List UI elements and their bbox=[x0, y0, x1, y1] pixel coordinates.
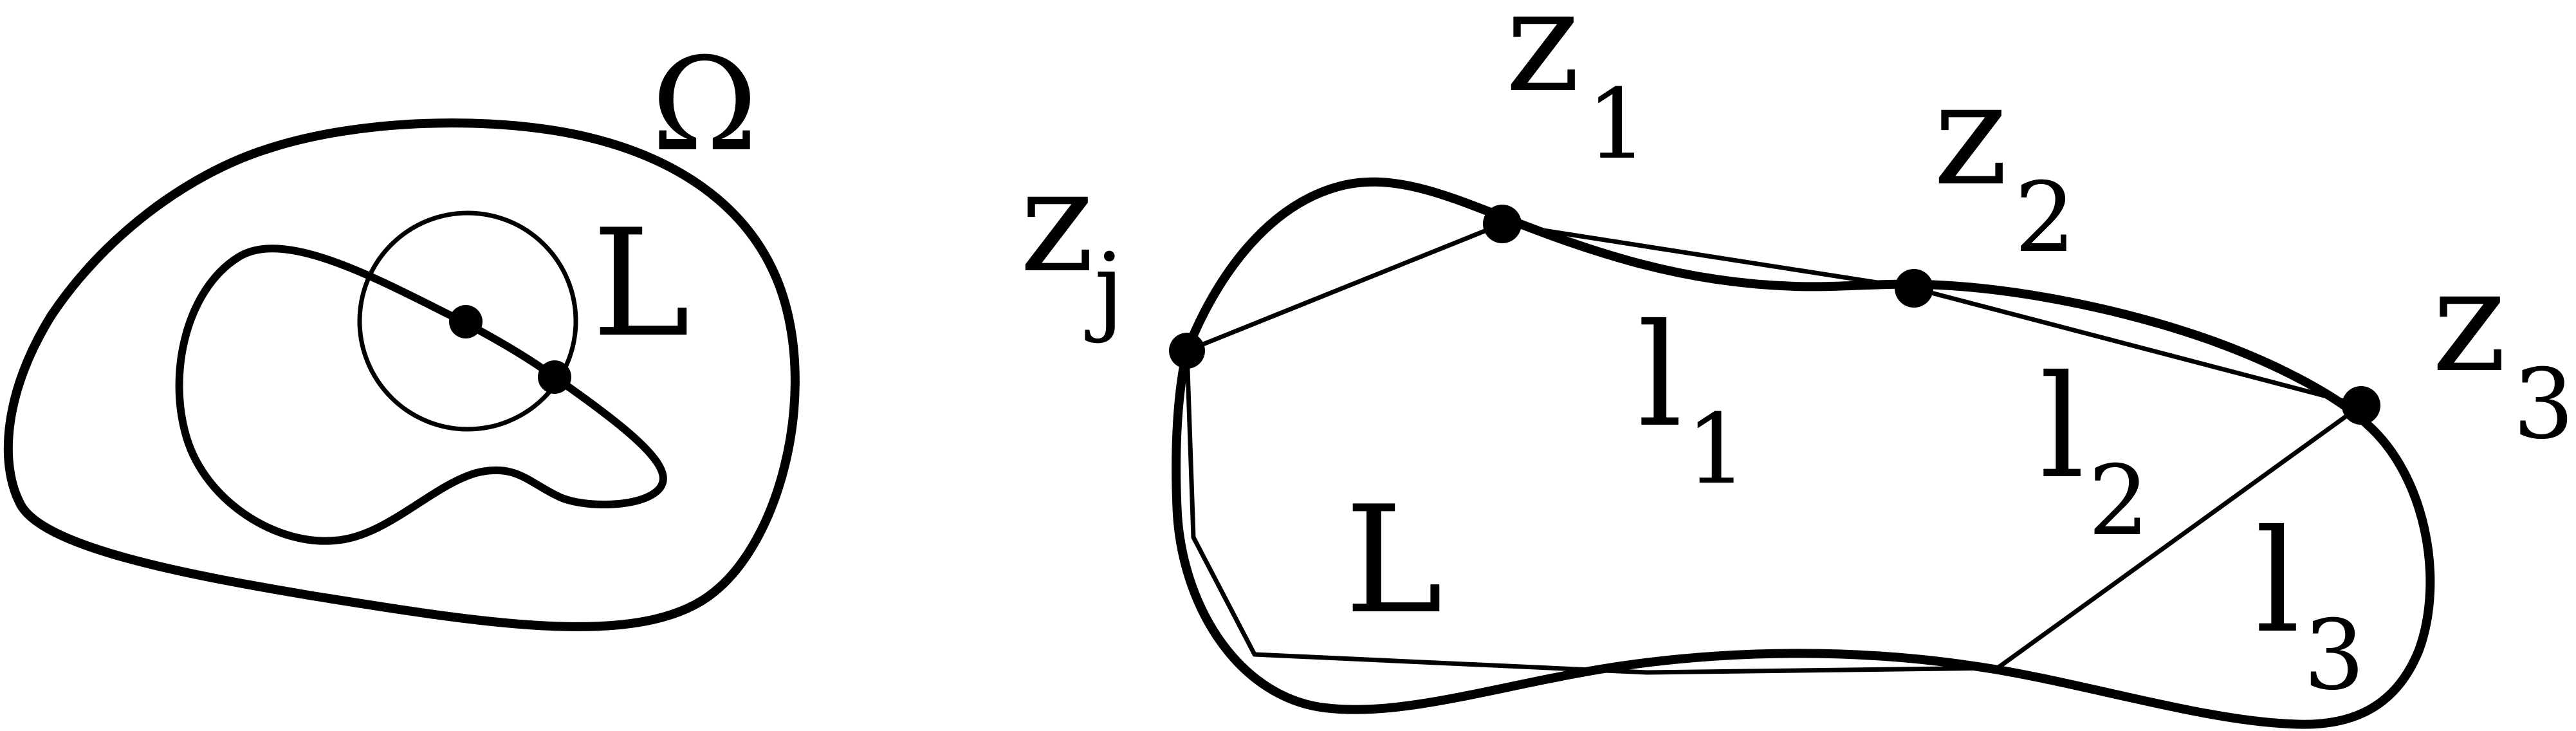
label-z1-sub: 1 bbox=[1587, 69, 1648, 181]
left-curve-L bbox=[175, 245, 667, 545]
label-z2-sub: 2 bbox=[2014, 162, 2075, 274]
label-l3-sub: 3 bbox=[2303, 600, 2364, 712]
right-L-label: L bbox=[1345, 475, 1443, 647]
label-z2: z2 bbox=[1933, 52, 2075, 274]
point-z2 bbox=[1895, 269, 1933, 308]
label-l1: l1 bbox=[1637, 293, 1747, 506]
label-l2-sub: 2 bbox=[2088, 445, 2149, 557]
right-curve-L bbox=[1172, 177, 2435, 729]
label-l1-sub: 1 bbox=[1686, 394, 1747, 506]
omega-label: Ω bbox=[651, 30, 758, 180]
label-l2: l2 bbox=[2039, 345, 2149, 557]
label-zj-base: z bbox=[1020, 139, 1094, 304]
label-z3-base: z bbox=[2432, 239, 2507, 403]
point-zj bbox=[1169, 333, 1205, 369]
point-z1 bbox=[1483, 205, 1522, 243]
right-figure: zj z1 z2 z3 l1 l2 l3 L bbox=[1020, 0, 2574, 729]
label-z2-base: z bbox=[1933, 52, 2008, 217]
small-circle bbox=[357, 210, 578, 432]
label-z1: z1 bbox=[1505, 0, 1648, 181]
omega-boundary bbox=[3, 118, 800, 631]
chord-polygon bbox=[1184, 221, 2364, 675]
label-l2-base: l bbox=[2039, 345, 2084, 510]
label-l1-base: l bbox=[1637, 293, 1682, 458]
left-point-on-circle bbox=[538, 360, 571, 394]
label-z1-base: z bbox=[1505, 0, 1580, 124]
label-l3: l3 bbox=[2255, 499, 2365, 712]
label-zj: zj bbox=[1020, 139, 1124, 345]
point-z3 bbox=[2342, 386, 2380, 425]
label-z3-sub: 3 bbox=[2513, 349, 2574, 461]
left-point-center bbox=[449, 305, 483, 338]
left-L-label: L bbox=[592, 198, 690, 370]
label-l3-base: l bbox=[2255, 499, 2300, 664]
left-figure: Ω L bbox=[3, 30, 800, 631]
label-z3: z3 bbox=[2432, 239, 2574, 461]
